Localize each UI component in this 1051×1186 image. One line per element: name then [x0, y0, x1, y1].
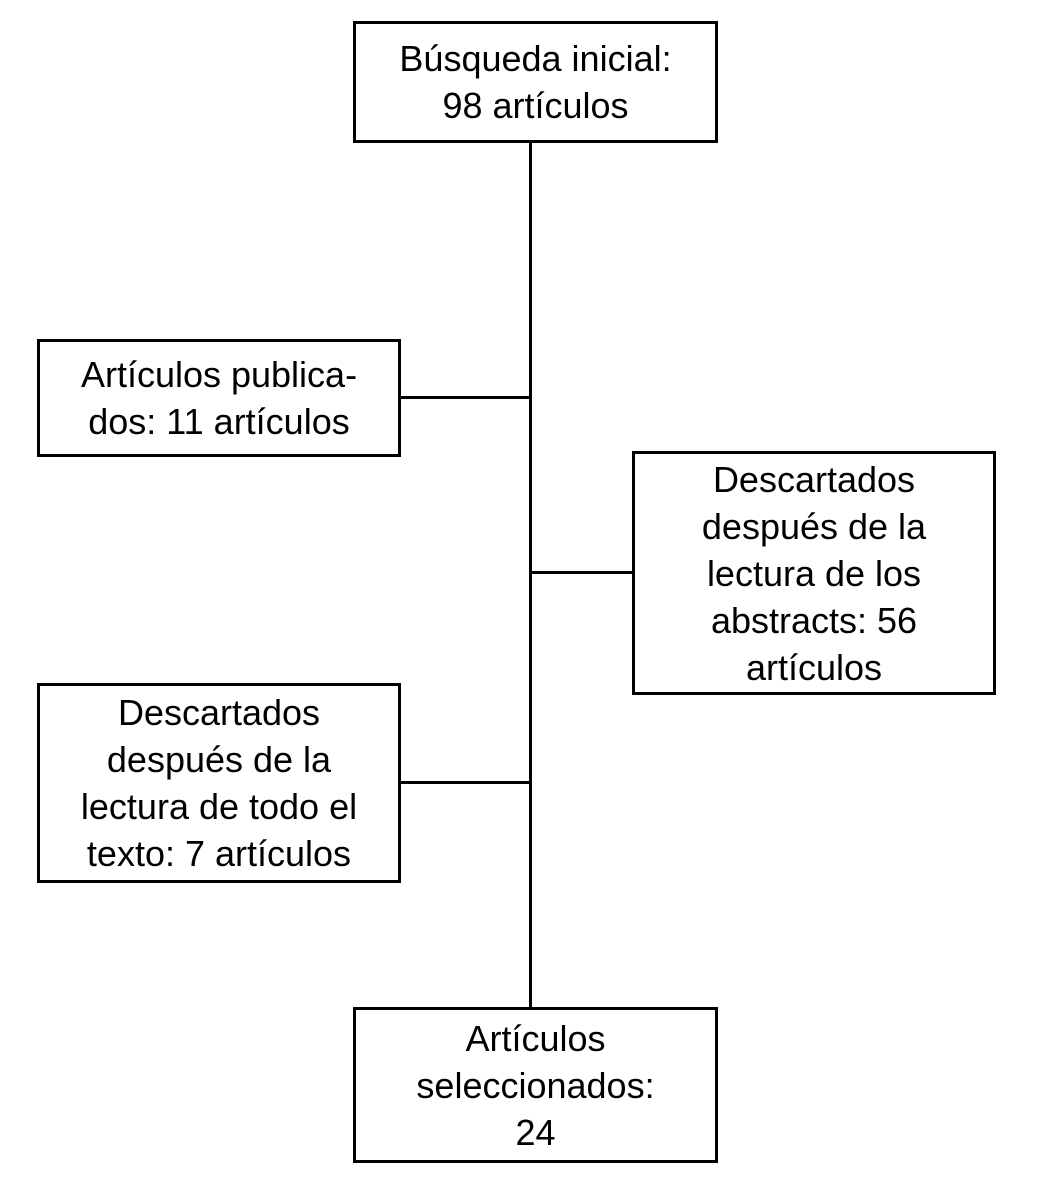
node-articulos-publicados-label: Artículos publica- dos: 11 artículos [80, 354, 358, 442]
node-articulos-seleccionados: Artículos seleccionados: 24 [353, 1007, 718, 1163]
connector-branch-publicados [401, 396, 529, 399]
node-descartados-texto-completo-label: Descartados después de la lectura de tod… [80, 692, 358, 874]
node-busqueda-inicial: Búsqueda inicial: 98 artículos [353, 21, 718, 143]
node-articulos-seleccionados-label: Artículos seleccionados: 24 [416, 1017, 655, 1153]
connector-trunk-line [529, 143, 532, 1007]
connector-branch-texto [401, 781, 529, 784]
node-descartados-abstracts: Descartados después de la lectura de los… [632, 451, 996, 695]
connector-branch-abstracts [532, 571, 632, 574]
node-descartados-abstracts-label: Descartados después de la lectura de los… [701, 458, 927, 688]
node-articulos-publicados: Artículos publica- dos: 11 artículos [37, 339, 401, 457]
node-descartados-texto-completo: Descartados después de la lectura de tod… [37, 683, 401, 883]
node-busqueda-inicial-label: Búsqueda inicial: 98 artículos [399, 38, 672, 126]
